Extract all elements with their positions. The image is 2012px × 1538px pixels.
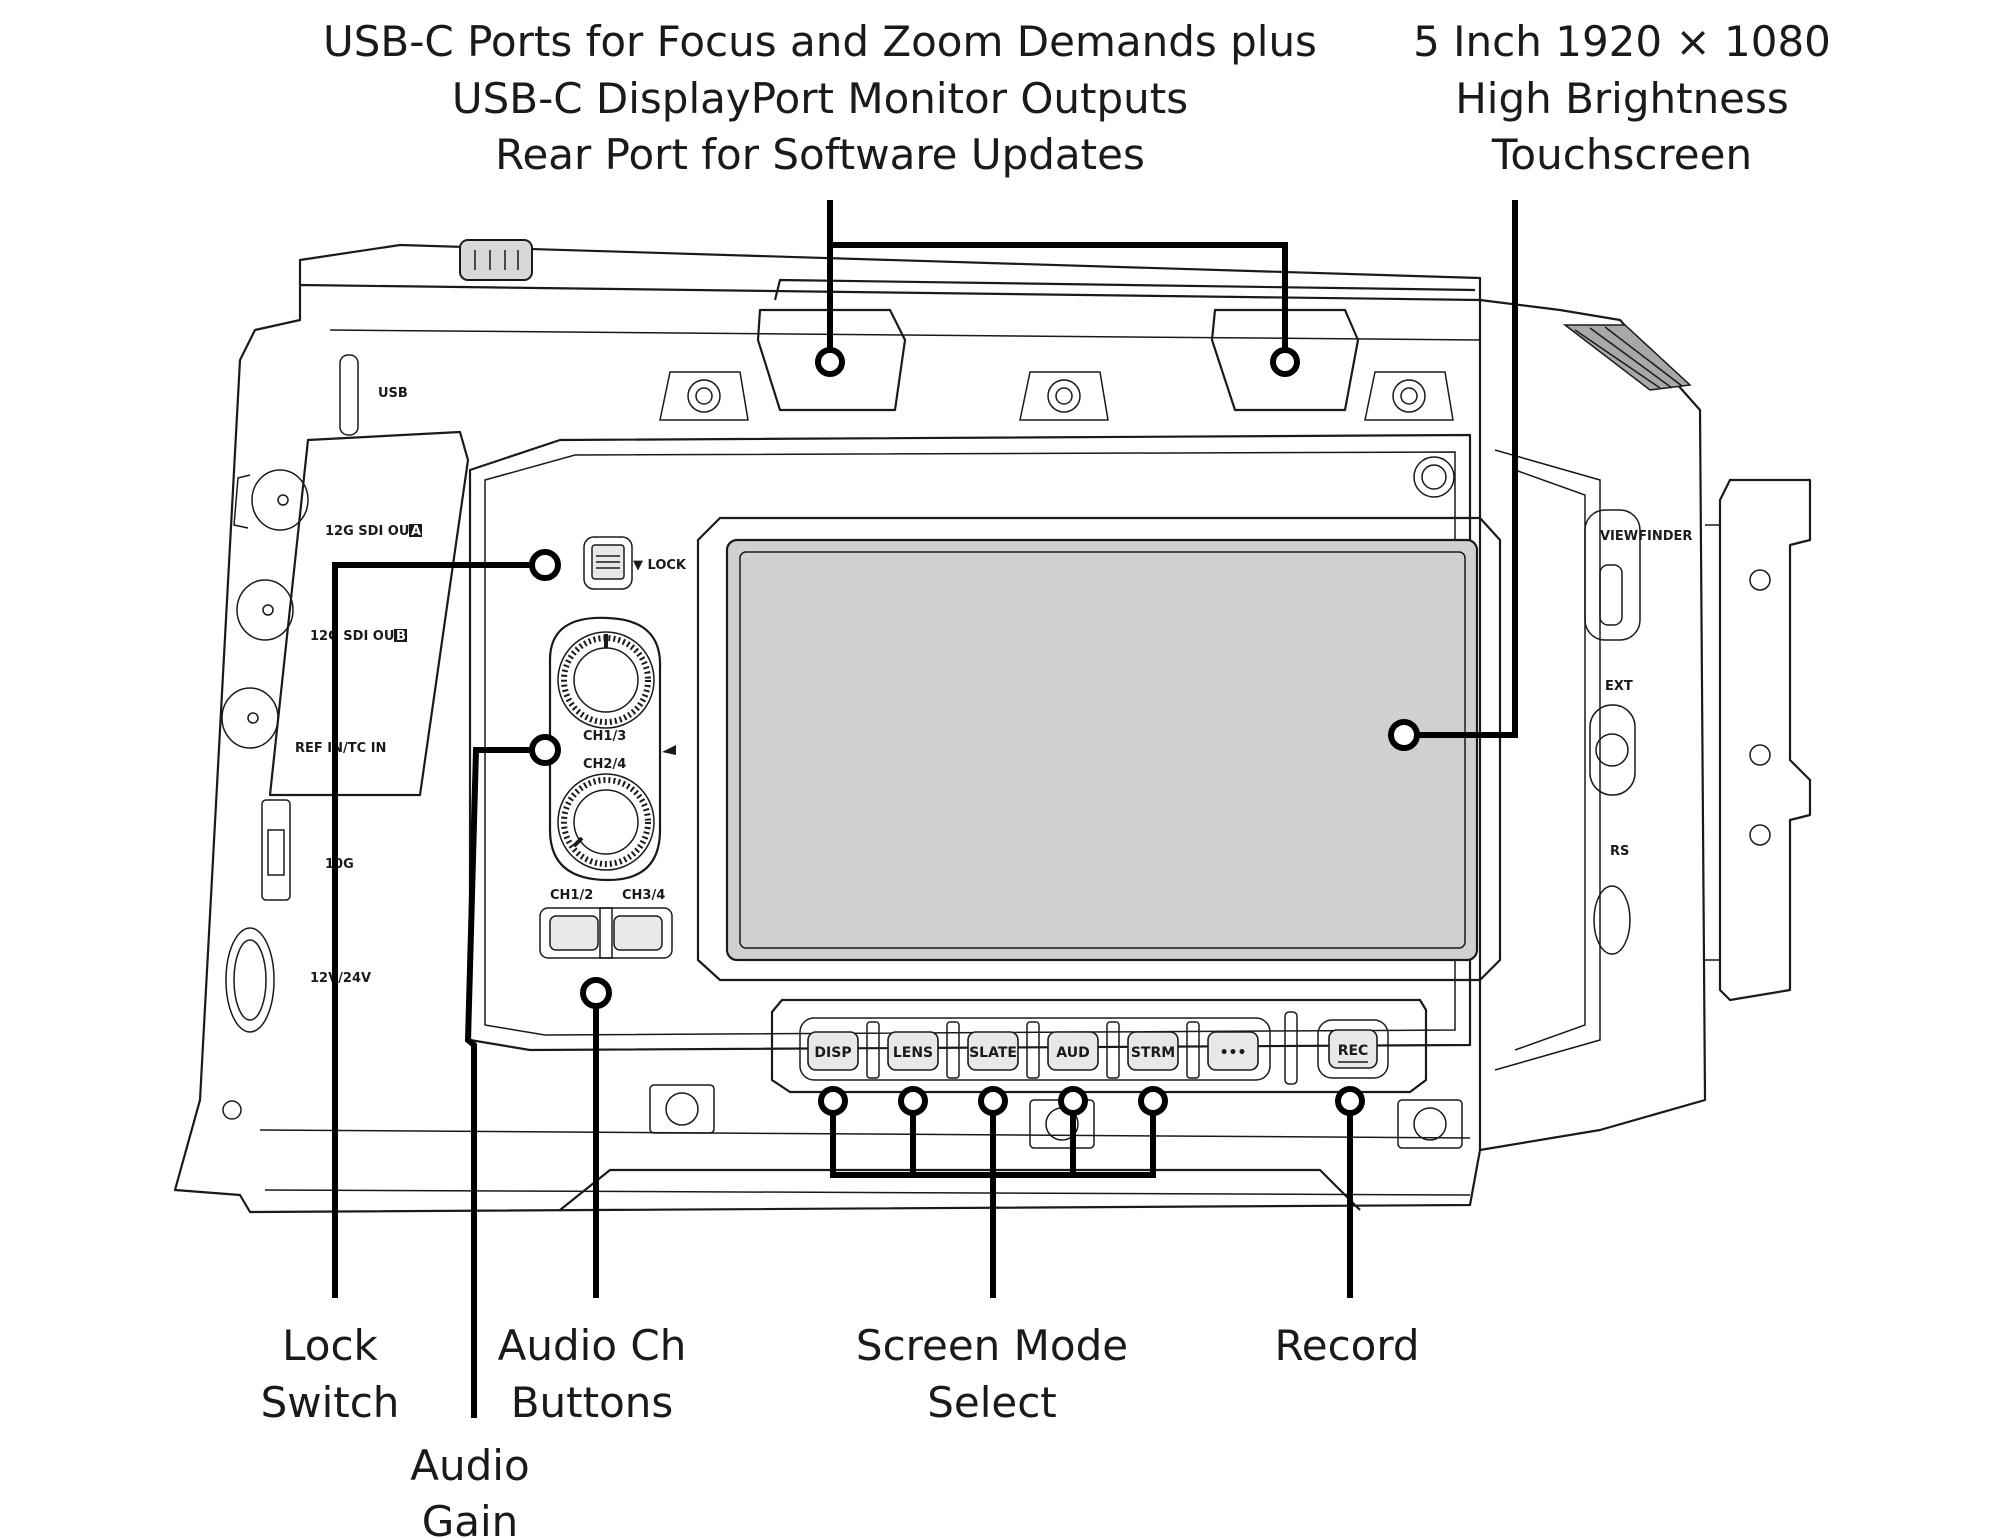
callout-lock-switch-line1: Lock xyxy=(282,1321,378,1370)
record-button-label: REC xyxy=(1338,1043,1369,1059)
ext-label: EXT xyxy=(1605,679,1633,694)
record-button[interactable] xyxy=(1328,1029,1378,1069)
screw-bottom-left xyxy=(649,1084,715,1134)
lens-button[interactable] xyxy=(887,1031,939,1071)
callout-screen-mode-line1: Screen Mode xyxy=(856,1321,1128,1370)
callout-touchscreen-line2: High Brightness xyxy=(1455,74,1789,123)
callout-screen-mode-line2: Select xyxy=(927,1378,1057,1427)
button-separator xyxy=(946,1021,960,1079)
bnc-connector-b xyxy=(236,579,294,641)
top-knob xyxy=(459,239,533,281)
callout-audio-ch-buttons-line2: Buttons xyxy=(511,1378,674,1427)
callout-touchscreen: 5 Inch 1920 × 1080 High Brightness Touch… xyxy=(1413,17,1831,179)
strm-button-label: STRM xyxy=(1131,1045,1175,1061)
audio-ch12-button[interactable] xyxy=(549,915,599,951)
ch12-label: CH1/2 xyxy=(550,888,593,903)
usb-label: USB xyxy=(378,386,408,401)
audio-gain-knob-ch24[interactable] xyxy=(557,773,655,871)
screw-bottom-right xyxy=(1397,1099,1463,1149)
callout-record-line1: Record xyxy=(1274,1321,1419,1370)
aud-button-label: AUD xyxy=(1056,1045,1089,1061)
leader-lock-switch xyxy=(332,562,545,1298)
callout-usb-ports-line2: USB-C DisplayPort Monitor Outputs xyxy=(452,74,1188,123)
leader-usb-ports xyxy=(827,200,1288,355)
disp-button-label: DISP xyxy=(814,1045,851,1061)
leader-lines xyxy=(332,200,1518,1418)
touchscreen-bezel xyxy=(696,516,1502,982)
aud-button[interactable] xyxy=(1047,1031,1099,1071)
button-separator xyxy=(1026,1021,1040,1079)
ch24-label: CH2/4 xyxy=(583,757,626,772)
audio-ch34-button[interactable] xyxy=(613,915,663,951)
camera-body: VIEWFINDER EXT RS USB 12G SDI OUT A 12G … xyxy=(173,239,1812,1214)
ch13-label: CH1/3 xyxy=(583,729,626,744)
tenG-label: 10G xyxy=(325,857,354,872)
viewfinder-label: VIEWFINDER xyxy=(1600,529,1692,544)
screw-top-left xyxy=(659,371,749,421)
callout-audio-ch-buttons: Audio Ch Buttons xyxy=(498,1321,687,1427)
callout-lock-switch-line2: Switch xyxy=(261,1378,400,1427)
sdi-out-b-label: 12G SDI OUT xyxy=(310,629,403,644)
power-label: 12V/24V xyxy=(310,971,371,986)
bnc-connector-a xyxy=(233,469,309,531)
callout-screen-mode-select: Screen Mode Select xyxy=(856,1321,1128,1427)
slate-button[interactable] xyxy=(967,1031,1019,1071)
rs-label: RS xyxy=(1610,844,1629,859)
more-button[interactable] xyxy=(1207,1031,1259,1071)
more-button-label: ••• xyxy=(1220,1045,1247,1061)
callout-audio-gain: Audio Gain xyxy=(410,1441,529,1538)
sdi-out-b-badge: B xyxy=(396,629,406,644)
callout-audio-gain-line1: Audio xyxy=(410,1441,529,1490)
audio-gain-knob-ch13[interactable] xyxy=(557,631,655,729)
callout-usb-ports: USB-C Ports for Focus and Zoom Demands p… xyxy=(323,17,1317,179)
ref-in-label: REF IN/TC IN xyxy=(295,741,386,756)
ch34-label: CH3/4 xyxy=(622,888,665,903)
callout-usb-ports-line1: USB-C Ports for Focus and Zoom Demands p… xyxy=(323,17,1317,66)
strm-button[interactable] xyxy=(1127,1031,1179,1071)
callout-usb-ports-line3: Rear Port for Software Updates xyxy=(495,130,1145,179)
touchscreen[interactable] xyxy=(725,538,1479,962)
sdi-out-a-label: 12G SDI OUT xyxy=(325,524,418,539)
leader-touchscreen xyxy=(1404,200,1518,738)
callout-record: Record xyxy=(1274,1321,1419,1370)
button-separator xyxy=(866,1021,880,1079)
callout-audio-gain-line2: Gain xyxy=(422,1497,519,1538)
disp-button[interactable] xyxy=(807,1031,859,1071)
lens-button-label: LENS xyxy=(893,1045,933,1061)
button-separator xyxy=(1106,1021,1120,1079)
leader-audio-gain xyxy=(464,747,545,1418)
slate-button-label: SLATE xyxy=(969,1045,1017,1061)
callout-audio-ch-buttons-line1: Audio Ch xyxy=(498,1321,687,1370)
lock-label: ▼ LOCK xyxy=(633,558,687,573)
bnc-connector-ref xyxy=(221,687,279,749)
button-separator xyxy=(1186,1021,1200,1079)
leader-screen-mode xyxy=(830,1100,1156,1298)
callout-touchscreen-line1: 5 Inch 1920 × 1080 xyxy=(1413,17,1831,66)
screw-top-middle xyxy=(1019,371,1109,421)
callout-lock-switch: Lock Switch xyxy=(261,1321,400,1427)
callout-touchscreen-line3: Touchscreen xyxy=(1491,130,1752,179)
screw-top-right xyxy=(1364,371,1454,421)
sdi-out-a-badge: A xyxy=(411,524,421,539)
